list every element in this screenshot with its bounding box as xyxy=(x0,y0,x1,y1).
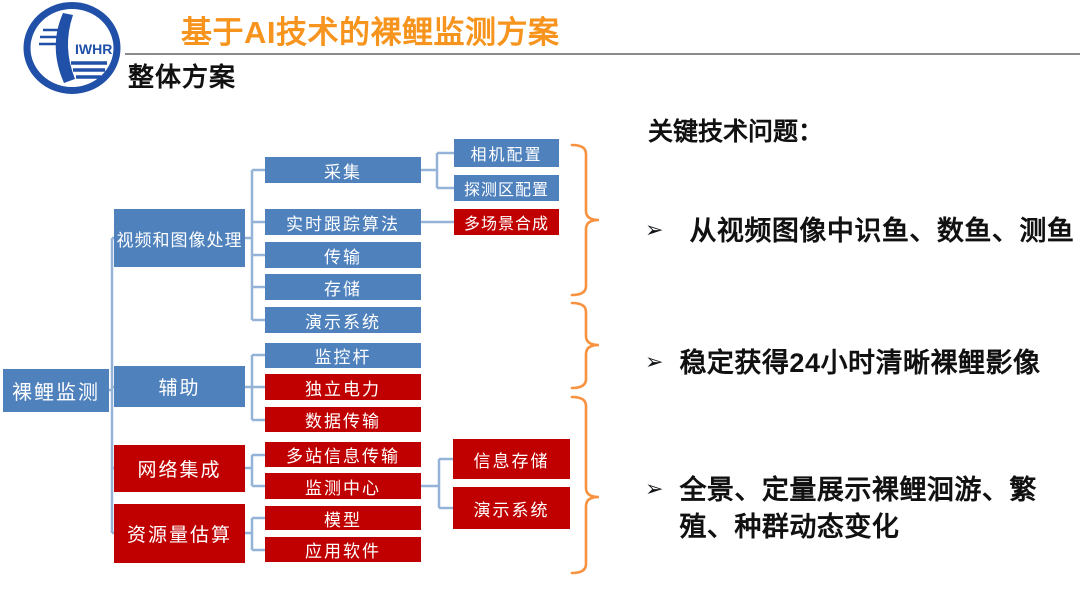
arrow-bullet-icon: ➢ xyxy=(645,476,664,501)
question-item-1: ➢ 从视频图像中识鱼、数鱼、测鱼 xyxy=(645,213,1074,250)
node-video-image-processing: 视频和图像处理 xyxy=(114,209,245,267)
title-divider-line xyxy=(125,53,1080,55)
node-monitoring-pole: 监控杆 xyxy=(265,343,421,368)
braces xyxy=(570,143,600,575)
node-network-integration: 网络集成 xyxy=(114,445,245,492)
page-title: 基于AI技术的裸鲤监测方案 xyxy=(181,15,560,50)
brace-group-2 xyxy=(570,301,600,390)
logo-stripes-left xyxy=(39,28,60,46)
node-storage: 存储 xyxy=(265,274,421,300)
node-detection-zone-config: 探测区配置 xyxy=(454,175,559,201)
arrow-bullet-icon: ➢ xyxy=(645,349,664,374)
logo-text: IWHR xyxy=(75,41,112,57)
question-item-3: ➢ 全景、定量展示裸鲤洄游、繁殖、种群动态变化 xyxy=(645,472,1080,546)
node-demo-system-2: 演示系统 xyxy=(453,487,570,529)
question-text-1: 从视频图像中识鱼、数鱼、测鱼 xyxy=(689,216,1075,246)
question-item-2: ➢ 稳定获得24小时清晰裸鲤影像 xyxy=(645,345,1040,382)
node-transmission: 传输 xyxy=(265,242,421,268)
node-application-software: 应用软件 xyxy=(265,537,421,562)
node-camera-config: 相机配置 xyxy=(454,139,559,167)
node-data-transmission: 数据传输 xyxy=(265,407,421,432)
question-text-3: 全景、定量展示裸鲤洄游、繁殖、种群动态变化 xyxy=(679,475,1037,542)
node-naked-carp-monitoring: 裸鲤监测 xyxy=(3,369,109,412)
logo-figure xyxy=(55,13,75,83)
arrow-bullet-icon: ➢ xyxy=(645,217,664,242)
node-monitoring-center: 监测中心 xyxy=(265,473,421,499)
node-demo-system: 演示系统 xyxy=(265,307,421,333)
node-information-storage: 信息存储 xyxy=(453,439,570,479)
section-subtitle: 整体方案 xyxy=(128,62,237,92)
node-multiscene-synthesis: 多场景合成 xyxy=(454,209,559,235)
brace-group-3 xyxy=(570,395,600,575)
node-auxiliary: 辅助 xyxy=(114,366,245,407)
logo-stripes-bottom xyxy=(71,61,107,79)
node-realtime-tracking-algorithm: 实时跟踪算法 xyxy=(265,209,421,235)
node-collection: 采集 xyxy=(265,157,421,183)
questions-title: 关键技术问题： xyxy=(648,118,824,146)
question-text-2: 稳定获得24小时清晰裸鲤影像 xyxy=(679,348,1041,378)
node-model: 模型 xyxy=(265,506,421,531)
brace-group-1 xyxy=(570,143,600,297)
node-independent-power: 独立电力 xyxy=(265,374,421,400)
iwhr-logo: IWHR xyxy=(23,2,121,94)
node-resource-estimation: 资源量估算 xyxy=(114,504,245,563)
node-multistation-info-transmission: 多站信息传输 xyxy=(265,442,421,467)
